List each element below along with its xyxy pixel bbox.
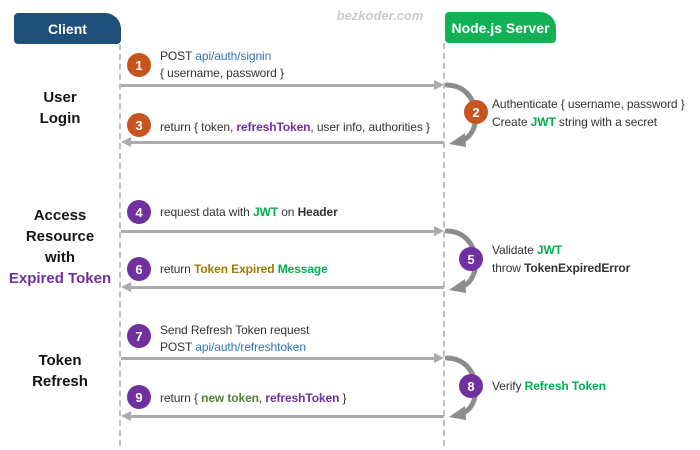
arrow-shaft [130,141,444,144]
arrow-shaft [130,415,444,418]
message-6-label: return Token Expired Message [160,262,328,276]
server-actor-header: Node.js Server [445,12,556,43]
arrowhead-down-left-icon [449,406,466,420]
arrow-step-7-request [121,353,444,364]
step-1-badge: 1 [127,53,151,77]
arrowhead-right-icon [434,226,444,236]
arrowhead-left-icon [121,411,131,421]
step-2-badge: 2 [464,100,488,124]
server-lifeline [443,43,445,446]
arrow-step-4-request [121,226,444,237]
message-9-label: return { new token, refreshToken } [160,391,347,405]
message-3-label: return { token, refreshToken, user info,… [160,120,430,134]
client-lifeline [119,44,121,446]
arrowhead-down-left-icon [449,279,466,293]
arrow-shaft [130,286,444,289]
arrowhead-down-left-icon [449,133,466,147]
client-actor-header: Client [14,13,121,44]
arrow-step-6-response [121,282,444,293]
watermark-text: bezkoder.com [336,8,424,23]
message-8-label: Verify Refresh Token [492,379,606,393]
arrow-step-3-response [121,137,444,148]
arrow-step-1-request [121,80,444,91]
step-6-badge: 6 [127,257,151,281]
step-9-badge: 9 [127,385,151,409]
step-5-badge: 5 [459,247,483,271]
arrow-shaft [121,230,435,233]
step-7-badge: 7 [127,324,151,348]
arrowhead-right-icon [434,353,444,363]
message-4-label: request data with JWT on Header [160,205,338,219]
message-1-label: POST api/auth/signin{ username, password… [160,49,284,80]
arrowhead-left-icon [121,282,131,292]
step-3-badge: 3 [127,113,151,137]
arrowhead-left-icon [121,137,131,147]
message-2-label: Authenticate { username, password }Creat… [492,97,685,129]
arrow-shaft [121,357,435,360]
step-8-badge: 8 [459,374,483,398]
step-4-badge: 4 [127,200,151,224]
arrowhead-right-icon [434,80,444,90]
arrow-step-9-response [121,411,444,422]
arrow-shaft [121,84,435,87]
